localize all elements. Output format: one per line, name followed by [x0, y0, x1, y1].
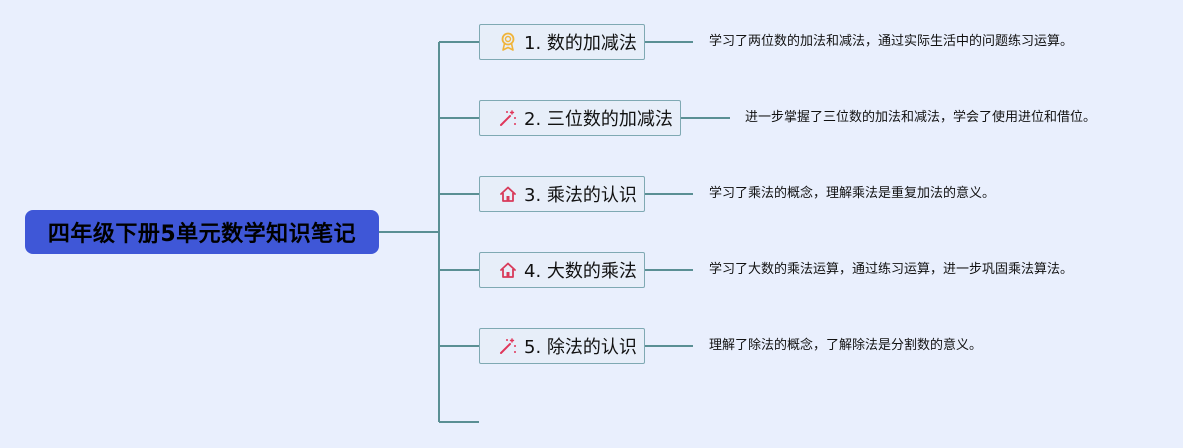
- topic-3-note: 学习了乘法的概念，理解乘法是重复加法的意义。: [709, 186, 996, 201]
- topic-2-label: 2. 三位数的加减法: [524, 109, 673, 130]
- magic-wand-icon: [498, 108, 518, 128]
- topic-2[interactable]: 2. 三位数的加减法: [479, 100, 681, 136]
- house-icon: [498, 260, 518, 280]
- topic-3-label: 3. 乘法的认识: [524, 185, 637, 206]
- topic-4-note: 学习了大数的乘法运算，通过练习运算，进一步巩固乘法算法。: [709, 262, 1074, 277]
- topic-1-label: 1. 数的加减法: [524, 33, 637, 54]
- central-topic-label: 四年级下册5单元数学知识笔记: [47, 222, 357, 247]
- medal-icon: [498, 32, 518, 52]
- topic-1[interactable]: 1. 数的加减法: [479, 24, 645, 60]
- topic-1-note: 学习了两位数的加法和减法，通过实际生活中的问题练习运算。: [709, 34, 1074, 49]
- topic-5-note: 理解了除法的概念，了解除法是分割数的意义。: [709, 338, 983, 353]
- topic-4-label: 4. 大数的乘法: [524, 261, 637, 282]
- central-topic[interactable]: 四年级下册5单元数学知识笔记: [25, 210, 379, 254]
- house-icon: [498, 184, 518, 204]
- topic-4[interactable]: 4. 大数的乘法: [479, 252, 645, 288]
- topic-5-label: 5. 除法的认识: [524, 337, 637, 358]
- topic-5[interactable]: 5. 除法的认识: [479, 328, 645, 364]
- topic-3[interactable]: 3. 乘法的认识: [479, 176, 645, 212]
- magic-wand-icon: [498, 336, 518, 356]
- topic-2-note: 进一步掌握了三位数的加法和减法，学会了使用进位和借位。: [745, 110, 1097, 125]
